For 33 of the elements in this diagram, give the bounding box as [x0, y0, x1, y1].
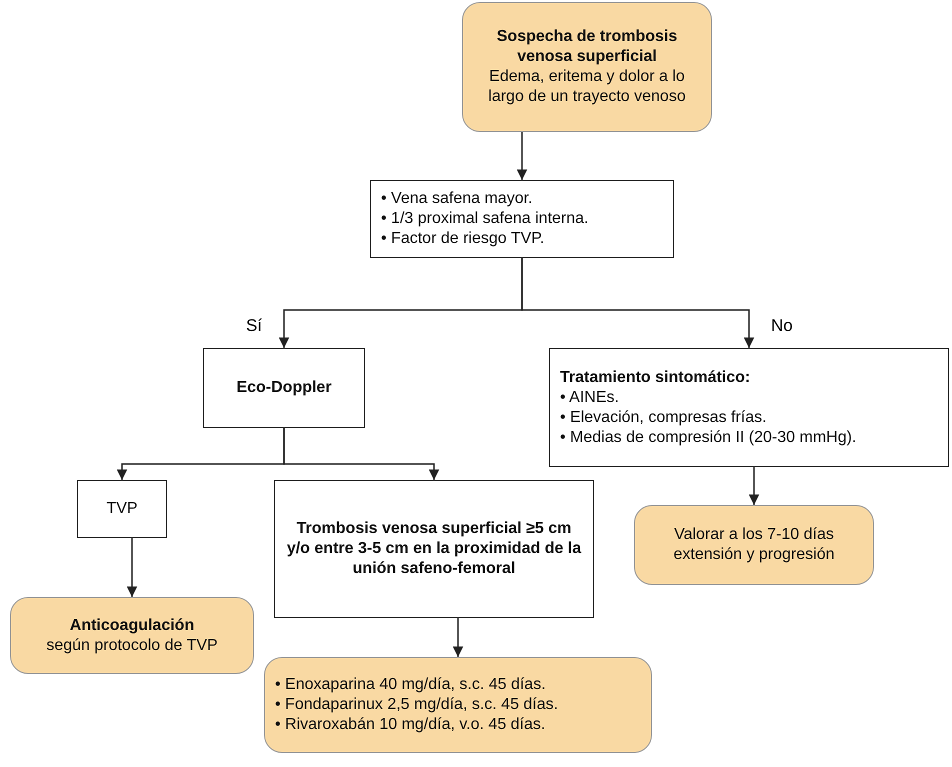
- process-box: [203, 348, 365, 428]
- arrow: [748, 467, 760, 505]
- node-text: • AINEs.: [560, 388, 619, 408]
- terminal-box: [10, 597, 254, 674]
- node-text: Valorar a los 7-10 días extensión y progresión: [672, 525, 836, 565]
- process-box: [549, 348, 949, 467]
- process-box: [77, 480, 167, 538]
- heading: Trombosis venosa superficial ≥5 cm y/o entre 3-5 cm en la proximidad de la unión safeno-femoral: [286, 519, 582, 579]
- arrow: [283, 428, 440, 480]
- heading: Tratamiento sintomático:: [560, 368, 750, 388]
- arrow: [516, 132, 528, 180]
- arrow: [521, 258, 754, 348]
- node-text: Edema, eritema y dolor a lo largo de un trayecto venoso: [487, 67, 687, 107]
- terminal-box: [634, 505, 874, 585]
- terminal-box: [264, 657, 652, 753]
- node-text: TVP: [106, 499, 138, 519]
- node-text: • Elevación, compresas frías.: [560, 408, 767, 428]
- node-text: • Factor de riesgo TVP.: [381, 229, 544, 249]
- node-text: • Enoxaparina 40 mg/día, s.c. 45 días.: [275, 675, 546, 695]
- arrow: [452, 618, 464, 657]
- terminal-box: [462, 2, 712, 132]
- node-text: según protocolo de TVP: [46, 636, 218, 656]
- node-text: • Rivaroxabán 10 mg/día, v.o. 45 días.: [275, 715, 546, 735]
- process-box: [370, 180, 674, 258]
- heading: Eco-Doppler: [236, 378, 332, 398]
- arrow: [126, 538, 138, 597]
- node-text: • Medias de compresión II (20-30 mmHg).: [560, 428, 856, 448]
- heading: Anticoagulación: [70, 616, 194, 636]
- node-text: • Vena safena mayor.: [381, 189, 532, 209]
- node-text: • Fondaparinux 2,5 mg/día, s.c. 45 días.: [275, 695, 558, 715]
- node-text: • 1/3 proximal safena interna.: [381, 209, 588, 229]
- process-box: [274, 480, 594, 618]
- heading: Sospecha de trombosis venosa superficial: [496, 27, 678, 67]
